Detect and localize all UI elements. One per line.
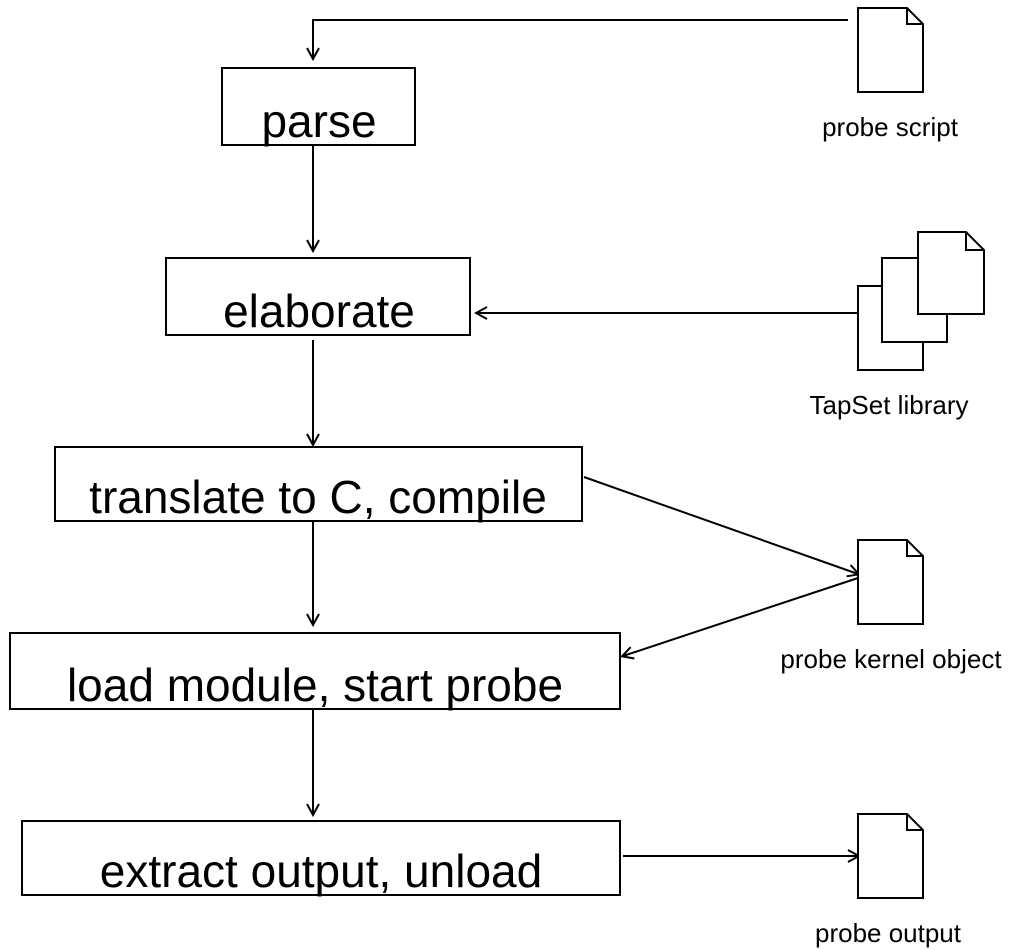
step-translate-label: translate to C, compile — [89, 471, 547, 523]
tapset-library-document: TapSet library — [810, 231, 985, 420]
step-elaborate: elaborate — [165, 257, 471, 337]
document-icon — [857, 813, 924, 899]
step-parse-label: parse — [261, 95, 376, 147]
step-elaborate-label: elaborate — [223, 285, 415, 337]
step-load-label: load module, start probe — [67, 659, 563, 711]
tapset-library-label: TapSet library — [810, 390, 969, 420]
arrow-script-to-parse — [313, 19, 848, 58]
probe-output-document: probe output — [815, 813, 962, 948]
document-icon — [857, 539, 924, 625]
probe-script-label: probe script — [822, 112, 959, 142]
arrow-kernel-object-to-load — [623, 577, 859, 656]
step-translate: translate to C, compile — [54, 446, 583, 523]
probe-script-document: probe script — [822, 7, 959, 142]
step-extract-label: extract output, unload — [100, 845, 542, 897]
probe-kernel-object-label: probe kernel object — [780, 644, 1002, 674]
step-load: load module, start probe — [9, 632, 621, 711]
document-icon — [857, 7, 924, 93]
step-extract: extract output, unload — [21, 820, 621, 897]
probe-kernel-object-document: probe kernel object — [780, 539, 1002, 674]
probe-output-label: probe output — [815, 918, 962, 948]
arrow-translate-to-kernel-object — [583, 476, 858, 574]
step-parse: parse — [221, 67, 416, 147]
